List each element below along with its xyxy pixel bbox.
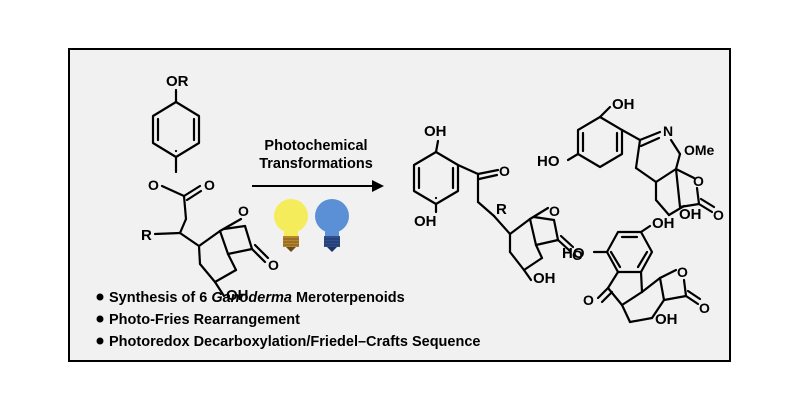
ur-oh1-label: OH	[612, 96, 635, 113]
ur-ho-label: HO	[537, 153, 560, 170]
ur-lactone-o-label: O	[693, 173, 704, 189]
imine-n-label: N	[663, 123, 673, 139]
lr-ho-label: HO	[562, 245, 585, 262]
bullet-dot-icon	[96, 315, 104, 323]
figure-frame	[68, 48, 731, 362]
arrow-label-line2: Transformations	[259, 156, 373, 172]
arrowhead-icon	[372, 180, 384, 192]
bullet-dot-icon	[96, 337, 104, 345]
lr-lactone-o-label: O	[677, 264, 688, 280]
or-label: OR	[166, 73, 189, 90]
lower-right-structure: OH HO O O O OH	[562, 215, 710, 328]
lactone-carbonyl-o-label: O	[268, 257, 279, 273]
upper-right-structure: OH HO N OMe O O OH	[537, 96, 724, 223]
r-label: R	[141, 227, 152, 244]
product-lactone-o-label: O	[549, 203, 560, 219]
arrow-label-line1: Photochemical	[264, 138, 367, 154]
yellow-bulb-icon	[274, 199, 308, 252]
ketone-o-label: O	[499, 163, 510, 179]
lr-oh2-label: OH	[655, 311, 678, 328]
starting-material-structure: OR O O R O O OH	[141, 73, 279, 304]
ur-oh2-label: OH	[679, 206, 702, 223]
product-oh3-label: OH	[533, 270, 556, 287]
product-oh1-label: OH	[424, 123, 447, 140]
ur-carbonyl-o-label: O	[713, 207, 724, 223]
lr-oh1-label: OH	[652, 215, 675, 232]
product-structure: OH OH O R O O OH	[412, 123, 583, 287]
bullet-list: Synthesis of 6 Ganoderma Meroterpenoids …	[96, 290, 480, 350]
ome-label: OMe	[684, 142, 715, 158]
bullet-item-3: Photoredox Decarboxylation/Friedel–Craft…	[109, 334, 480, 350]
ester-o-label: O	[148, 177, 159, 193]
lactone-o-label: O	[238, 203, 249, 219]
oh-label: OH	[226, 287, 249, 304]
bullet-item-1: Synthesis of 6 Ganoderma Meroterpenoids	[109, 290, 405, 306]
blue-bulb-icon	[315, 199, 349, 252]
bullet-dot-icon	[96, 293, 104, 301]
product-oh2-label: OH	[414, 213, 437, 230]
lr-ketone-o-label: O	[583, 292, 594, 308]
product-carbonyl-o-label: O	[572, 247, 583, 263]
lr-carbonyl-o-label: O	[699, 300, 710, 316]
product-r-label: R	[496, 201, 507, 218]
bullet-item-2: Photo-Fries Rearrangement	[109, 312, 300, 328]
carbonyl-o-label: O	[204, 177, 215, 193]
